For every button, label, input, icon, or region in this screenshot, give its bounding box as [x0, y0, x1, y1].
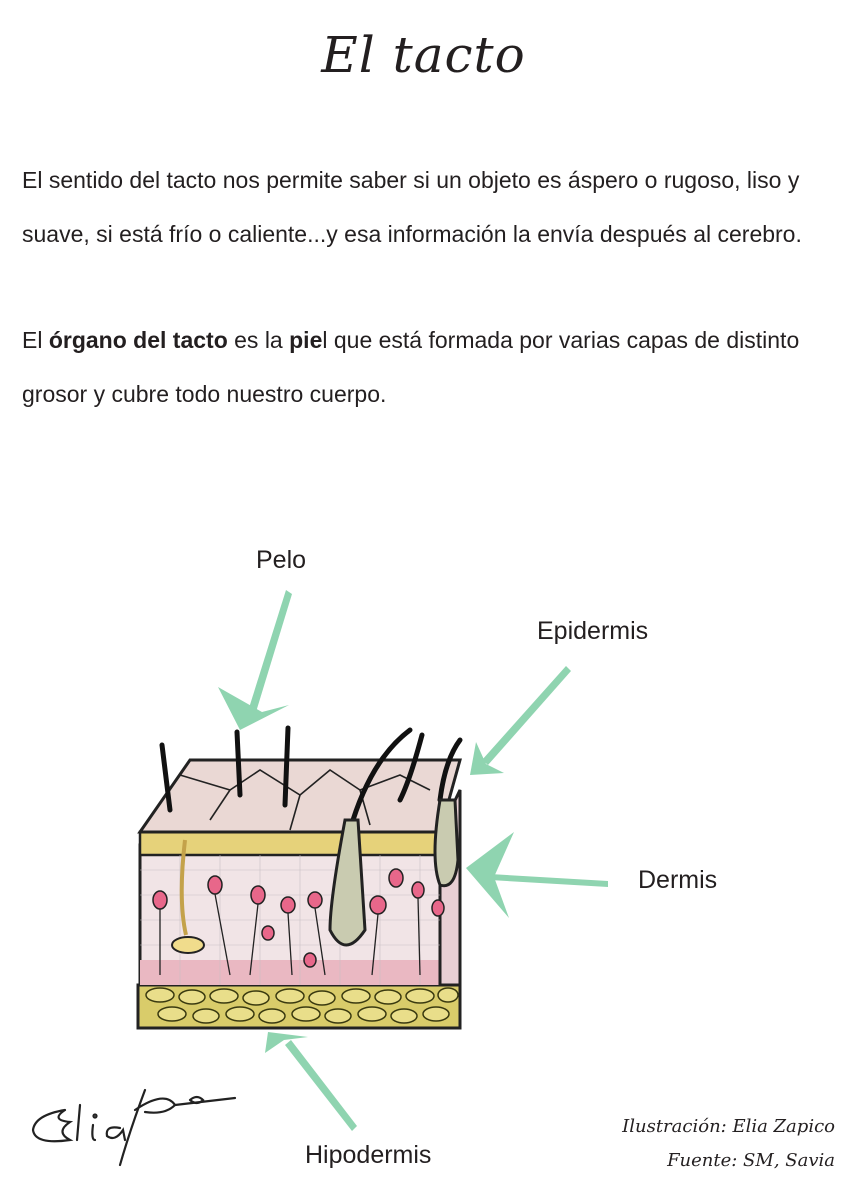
- skin-block: [136, 725, 463, 1030]
- skin-paragraph: El órgano del tacto es la piel que está …: [22, 314, 842, 421]
- skin-paragraph-bold-skin: pie: [289, 327, 323, 353]
- intro-paragraph: El sentido del tacto nos permite saber s…: [22, 167, 802, 247]
- label-hipodermis: Hipodermis: [305, 1141, 432, 1169]
- signature-logo: [31, 1088, 237, 1167]
- arrow-hipodermis: [265, 1032, 357, 1131]
- arrow-epidermis: [470, 666, 571, 775]
- credit-illustration: Ilustración: Elia Zapico: [622, 1116, 835, 1137]
- page-title: El tacto: [321, 26, 526, 84]
- label-epidermis: Epidermis: [537, 617, 649, 645]
- label-dermis: Dermis: [638, 866, 718, 894]
- arrow-dermis: [466, 832, 608, 918]
- skin-paragraph-text-3: l que está formada por varias capas de d…: [22, 327, 800, 407]
- skin-paragraph-text-1: El: [22, 327, 49, 353]
- arrow-pelo: [218, 590, 292, 730]
- skin-paragraph-bold-organ: órgano del tacto: [48, 327, 228, 353]
- skin-paragraph-text-2: es la: [227, 327, 290, 353]
- label-pelo: Pelo: [256, 546, 307, 574]
- credit-source: Fuente: SM, Savia: [667, 1150, 835, 1171]
